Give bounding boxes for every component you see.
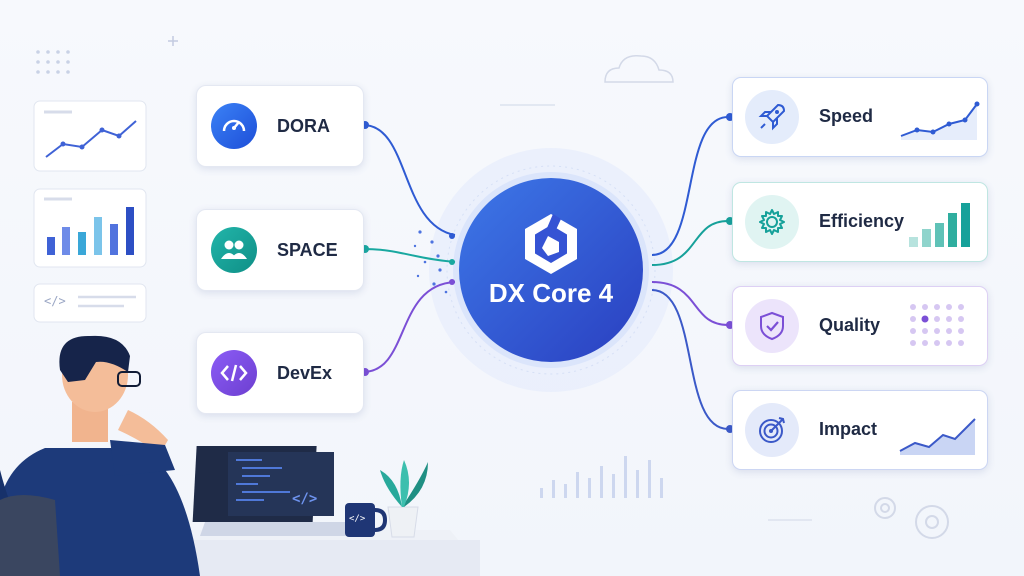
connector-quality xyxy=(651,281,729,326)
source-card-dora[interactable]: DORA xyxy=(196,85,364,167)
gauge-icon xyxy=(211,103,257,149)
output-label: Efficiency xyxy=(819,211,905,231)
sidebar-code-symbol: </> xyxy=(44,294,66,308)
impact-area-chart xyxy=(899,418,976,455)
connector-dora xyxy=(362,124,456,236)
people-icon xyxy=(211,227,257,273)
cloud-decor xyxy=(604,55,674,83)
mini-line-chart-card xyxy=(33,100,147,172)
speed-trend-chart xyxy=(900,101,980,140)
output-label: Quality xyxy=(819,315,881,335)
output-label: Impact xyxy=(819,419,878,439)
hub[interactable]: DX Core 4 xyxy=(459,278,643,318)
mug-illustration xyxy=(345,503,388,537)
efficiency-bar-chart xyxy=(909,203,970,247)
connector-space xyxy=(362,248,456,263)
mug-code-symbol: </> xyxy=(349,514,366,524)
output-card-quality[interactable]: Quality xyxy=(732,286,988,366)
source-card-devex[interactable]: DevEx xyxy=(196,332,364,414)
rocket-icon xyxy=(745,90,799,144)
output-card-impact[interactable]: Impact xyxy=(732,390,988,470)
equalizer-decor xyxy=(540,456,663,498)
chair xyxy=(0,495,60,576)
source-label: DORA xyxy=(277,116,330,136)
laptop-illustration xyxy=(192,446,355,536)
output-label: Speed xyxy=(819,106,874,126)
source-label: DevEx xyxy=(277,363,333,383)
gear-icon xyxy=(745,195,799,249)
shield-check-icon xyxy=(745,299,799,353)
code-icon xyxy=(211,350,257,396)
plant-illustration xyxy=(380,460,428,538)
output-card-efficiency[interactable]: Efficiency xyxy=(732,182,988,262)
connector-impact xyxy=(651,289,729,430)
hub-logo-icon xyxy=(525,214,577,274)
connector-efficiency xyxy=(651,220,729,266)
output-card-speed[interactable]: Speed xyxy=(732,77,988,157)
quality-dot-grid xyxy=(910,304,964,346)
source-card-space[interactable]: SPACE xyxy=(196,209,364,291)
source-label: SPACE xyxy=(277,240,338,260)
connector-speed xyxy=(651,116,729,256)
connector-devex xyxy=(362,281,456,373)
gears-decor xyxy=(874,497,949,539)
dot-grid-decor xyxy=(36,50,70,74)
target-icon xyxy=(745,403,799,457)
mini-bar-chart-card xyxy=(33,188,147,268)
particle-dots xyxy=(413,230,448,294)
code-snippet-card xyxy=(33,283,147,323)
plus-decor xyxy=(168,36,178,46)
hub-title: DX Core 4 xyxy=(488,278,614,308)
laptop-code-symbol: </> xyxy=(292,491,318,507)
